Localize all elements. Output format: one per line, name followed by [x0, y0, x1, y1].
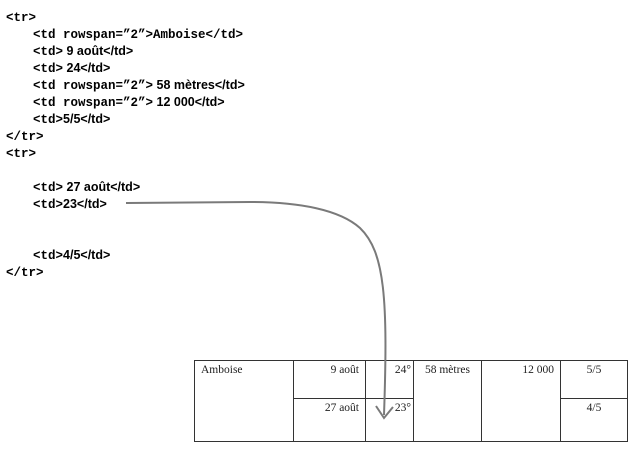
code-tag: </tr>: [6, 130, 44, 144]
code-tag: <td>: [33, 45, 64, 59]
code-text: 5/5</td>: [63, 112, 111, 126]
code-tag: <td rowspan=”2”>: [33, 96, 154, 110]
code-tag: <td>: [33, 249, 64, 263]
code-line: <td>23</td>: [6, 196, 245, 213]
code-tag: <tr>: [6, 147, 37, 161]
code-line: <td> 24</td>: [6, 60, 245, 77]
cell-rating: 5/5: [560, 360, 628, 399]
code-text: 27 août</td>: [63, 180, 141, 194]
code-tag: <td>: [33, 62, 64, 76]
code-line: <td> 9 août</td>: [6, 43, 245, 60]
code-line-blank: [6, 162, 245, 179]
table-row: Amboise 9 août 24° 58 mètres 12 000 5/5: [194, 360, 628, 442]
code-text: 4/5</td>: [63, 248, 111, 262]
code-text: 9 août</td>: [63, 44, 134, 58]
html-code-snippet: <tr> <td rowspan=”2”>Amboise</td> <td> 9…: [6, 9, 245, 281]
code-line-blank: [6, 213, 245, 230]
code-line-blank: [6, 230, 245, 247]
code-line: <td>4/5</td>: [6, 247, 245, 264]
cell-city: Amboise: [194, 360, 294, 442]
code-tag: <td>: [33, 113, 64, 127]
code-tag: <td rowspan=”2”>Amboise</td>: [33, 28, 244, 42]
code-tag: <td rowspan=”2”>: [33, 79, 154, 93]
code-line: <td rowspan=”2”>Amboise</td>: [6, 26, 245, 43]
cell-temp: 24°: [365, 360, 414, 399]
code-tag: </tr>: [6, 266, 44, 280]
code-line: </tr>: [6, 264, 245, 281]
cell-altitude: 58 mètres: [413, 360, 482, 442]
code-tag: <td>: [33, 181, 64, 195]
cell-date: 27 août: [293, 398, 366, 442]
code-line: <td rowspan=”2”> 12 000</td>: [6, 94, 245, 111]
code-tag: <td>: [33, 198, 64, 212]
code-text: 58 mètres</td>: [153, 78, 245, 92]
cell-population: 12 000: [481, 360, 561, 442]
cell-rating: 4/5: [560, 398, 628, 442]
code-tag: <tr>: [6, 11, 37, 25]
cell-temp: 23°: [365, 398, 414, 442]
code-line: <td> 27 août</td>: [6, 179, 245, 196]
cell-date: 9 août: [293, 360, 366, 399]
code-line: <tr>: [6, 145, 245, 162]
rendered-table: Amboise 9 août 24° 58 mètres 12 000 5/5 …: [194, 360, 628, 442]
code-text: 24</td>: [63, 61, 111, 75]
code-line: <td rowspan=”2”> 58 mètres</td>: [6, 77, 245, 94]
code-line: <td>5/5</td>: [6, 111, 245, 128]
code-line: </tr>: [6, 128, 245, 145]
code-line: <tr>: [6, 9, 245, 26]
code-text: 23</td>: [63, 197, 107, 211]
code-text: 12 000</td>: [153, 95, 225, 109]
